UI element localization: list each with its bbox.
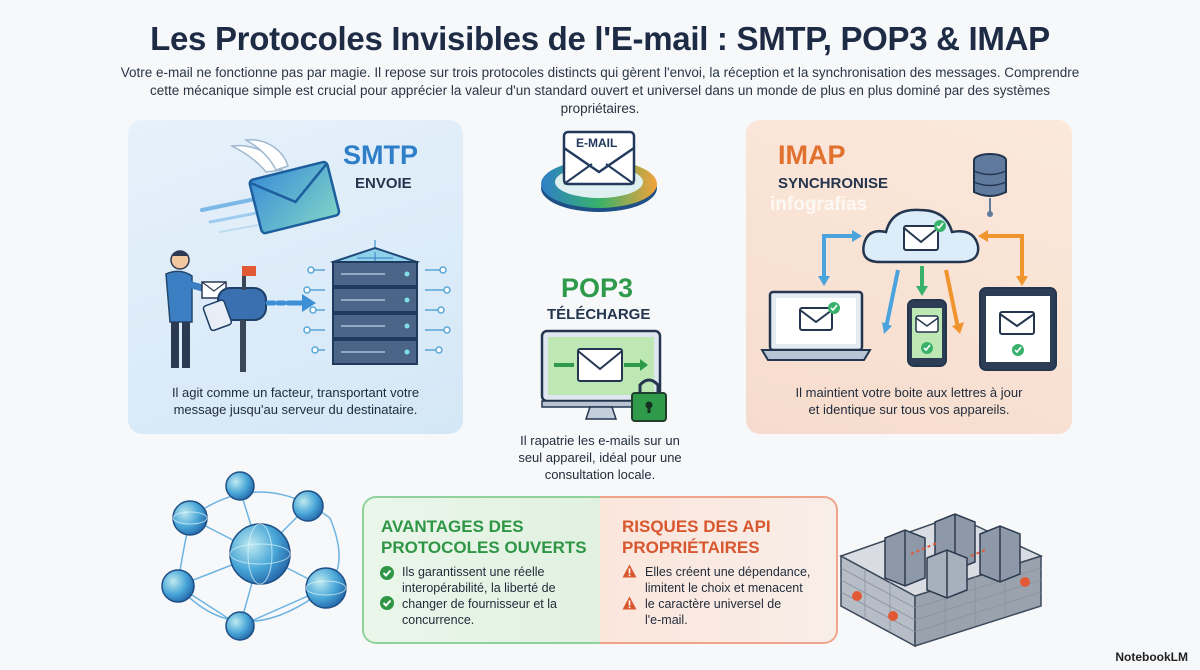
check-icon (380, 566, 394, 580)
check-icon (380, 596, 394, 610)
advantage-item-1-line-2: interopérabilité, la liberté de (402, 581, 556, 595)
cloud-sync-diagram (760, 153, 1057, 371)
postman-mailbox-icon (165, 250, 267, 372)
risks-title-line-2: PROPRIÉTAIRES (622, 538, 760, 557)
page-title: Les Protocoles Invisibles de l'E-mail : … (150, 20, 1050, 57)
risks-title-line-1: RISQUES DES API (622, 517, 771, 536)
advantages-title-line-1: AVANTAGES DES (381, 517, 524, 536)
notebooklm-logo: NotebookLM (1115, 650, 1188, 664)
pop3-desc-line-2: seul appareil, idéal pour une (518, 450, 682, 465)
warning-icon (622, 596, 637, 610)
advantage-item-2-line-1: changer de fournisseur et la (402, 597, 557, 611)
intro-line-1: Votre e-mail ne fonctionne pas par magie… (120, 65, 1080, 80)
send-arrow-icon (265, 294, 316, 312)
watermark-text: infografias (770, 194, 868, 215)
imap-description: Il maintient votre boite aux lettres à j… (750, 384, 1068, 418)
advantages-box (362, 496, 600, 644)
database-icon (973, 153, 1007, 217)
pop3-description: Il rapatrie les e-mails sur un seul appa… (500, 432, 700, 483)
pop3-desc-line-1: Il rapatrie les e-mails sur un (520, 433, 680, 448)
open-network-globes-illustration (161, 471, 347, 641)
tablet-icon (979, 287, 1057, 371)
imap-desc-line-2: et identique sur tous vos appareils. (808, 402, 1010, 417)
advantage-item-2-line-2: concurrence. (402, 613, 475, 627)
advantages-title: AVANTAGES DES PROTOCOLES OUVERTS (381, 516, 587, 558)
smtp-title: SMTP (343, 140, 419, 170)
advantage-item-1-line-1: Ils garantissent une réelle (402, 565, 545, 579)
advantages-title-line-2: PROTOCOLES OUVERTS (381, 538, 587, 557)
smtp-verb: ENVOIE (355, 175, 412, 192)
risk-item-1: Elles créent une dépendance, limitent le… (645, 564, 810, 596)
warning-icon (622, 564, 637, 578)
intro-line-2: cette mécanique simple est crucial pour … (149, 83, 1051, 116)
central-email-icon (541, 130, 657, 212)
advantage-item-2: changer de fournisseur et la concurrence… (402, 596, 557, 628)
intro-paragraph: Votre e-mail ne fonctionne pas par magie… (120, 64, 1080, 118)
imap-title: IMAP (778, 140, 846, 170)
smtp-desc-line-1: Il agit comme un facteur, transportant v… (171, 385, 420, 400)
imap-verb: SYNCHRONISE (778, 175, 889, 192)
smtp-description: Il agit comme un facteur, transportant v… (130, 384, 461, 418)
risk-item-2-line-2: l'e-mail. (645, 613, 688, 627)
risk-item-2: le caractère universel de l'e-mail. (645, 596, 781, 628)
risk-item-1-line-1: Elles créent une dépendance, (645, 565, 811, 579)
smtp-desc-line-2: message jusqu'au serveur du destinataire… (173, 402, 418, 417)
central-email-label: E-MAIL (576, 136, 618, 150)
imap-desc-line-1: Il maintient votre boite aux lettres à j… (795, 385, 1023, 400)
pop3-title: POP3 (561, 273, 634, 303)
phone-icon (907, 299, 947, 367)
computer-lock-icon (540, 329, 667, 422)
server-stack-icon (303, 240, 451, 365)
advantage-item-1: Ils garantissent une réelle interopérabi… (402, 564, 556, 596)
risks-title: RISQUES DES API PROPRIÉTAIRES (622, 516, 771, 558)
risks-box (600, 496, 838, 644)
winged-envelope-icon (200, 139, 341, 235)
walled-servers-illustration (839, 513, 1044, 648)
laptop-icon (760, 290, 872, 361)
pop3-desc-line-3: consultation locale. (544, 467, 656, 482)
risk-item-2-line-1: le caractère universel de (645, 597, 782, 611)
risk-item-1-line-2: limitent le choix et menacent (645, 581, 803, 595)
pop3-verb: TÉLÉCHARGE (547, 306, 651, 323)
